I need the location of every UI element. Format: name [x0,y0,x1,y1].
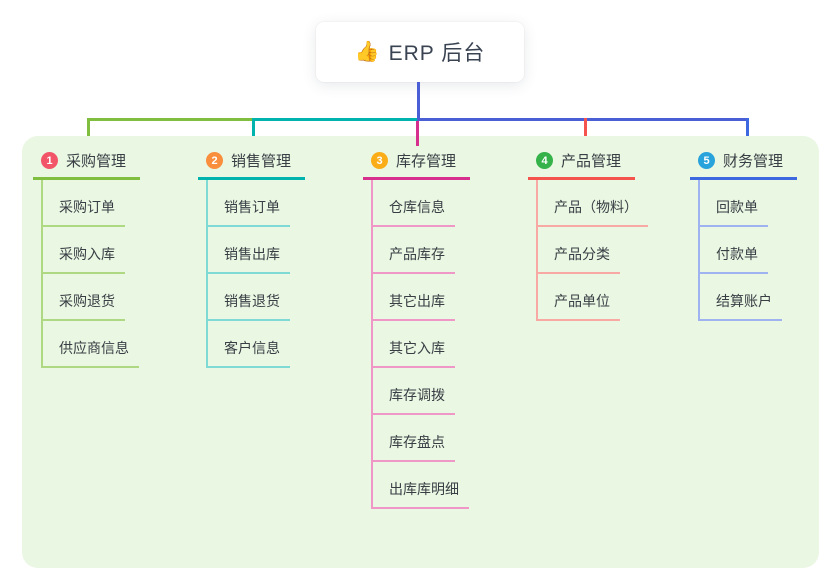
connector-root-vertical [417,82,420,119]
branch-children-purchase: 采购订单 采购入库 采购退货 供应商信息 [41,180,140,368]
branch-product-management: 4 产品管理 产品（物料） 产品分类 产品单位 [528,150,648,321]
thumbs-up-icon: 👍 [354,41,380,63]
child-node-supplier-info[interactable]: 供应商信息 [43,321,139,368]
branch-finance-management: 5 财务管理 回款单 付款单 结算账户 [690,150,797,321]
child-label: 产品（物料） [554,199,638,215]
branch-children-product: 产品（物料） 产品分类 产品单位 [536,180,648,321]
child-label: 供应商信息 [59,340,129,356]
branch-number-badge: 5 [698,152,715,169]
branch-label: 财务管理 [723,153,784,170]
child-node-sales-order[interactable]: 销售订单 [208,180,290,227]
child-label: 库存调拨 [389,387,445,403]
child-label: 其它出库 [389,293,445,309]
branches-panel [22,136,819,568]
child-node-outbound-detail[interactable]: 出库库明细 [373,462,469,509]
connector-rail-purchase [87,118,254,121]
child-label: 付款单 [716,246,758,262]
child-node-sales-return[interactable]: 销售退货 [208,274,290,321]
child-node-stock-count[interactable]: 库存盘点 [373,415,455,462]
child-label: 销售出库 [224,246,280,262]
child-label: 仓库信息 [389,199,445,215]
child-label: 库存盘点 [389,434,445,450]
child-node-sales-outbound[interactable]: 销售出库 [208,227,290,274]
branch-label: 采购管理 [66,153,127,170]
branch-purchase-management: 1 采购管理 采购订单 采购入库 采购退货 供应商信息 [33,150,140,368]
branch-inventory-management: 3 库存管理 仓库信息 产品库存 其它出库 其它入库 库存调拨 库存盘点 出库库… [363,150,470,509]
root-node-erp[interactable]: 👍 ERP 后台 [316,22,524,82]
branch-number-badge: 2 [206,152,223,169]
child-node-payment-bill[interactable]: 付款单 [700,227,768,274]
connector-drop-inventory [416,121,419,146]
child-label: 销售订单 [224,199,280,215]
child-label: 采购入库 [59,246,115,262]
branch-children-finance: 回款单 付款单 结算账户 [698,180,797,321]
branch-sales-management: 2 销售管理 销售订单 销售出库 销售退货 客户信息 [198,150,305,368]
branch-title-finance[interactable]: 5 财务管理 [690,150,797,180]
child-label: 回款单 [716,199,758,215]
branch-number-badge: 1 [41,152,58,169]
child-node-warehouse-info[interactable]: 仓库信息 [373,180,455,227]
branch-number-badge: 3 [371,152,388,169]
child-label: 产品单位 [554,293,610,309]
branch-number-badge: 4 [536,152,553,169]
connector-rail-right [417,118,749,121]
child-label: 产品库存 [389,246,445,262]
root-node-label: ERP 后台 [388,42,486,65]
connector-rail-sales [252,118,418,121]
child-node-settlement-account[interactable]: 结算账户 [700,274,782,321]
child-label: 其它入库 [389,340,445,356]
branch-title-purchase[interactable]: 1 采购管理 [33,150,140,180]
child-node-product-stock[interactable]: 产品库存 [373,227,455,274]
child-node-product-material[interactable]: 产品（物料） [538,180,648,227]
child-node-purchase-inbound[interactable]: 采购入库 [43,227,125,274]
branch-label: 库存管理 [396,153,457,170]
child-label: 产品分类 [554,246,610,262]
connector-drop-product [584,118,587,146]
child-node-product-category[interactable]: 产品分类 [538,227,620,274]
connector-drop-sales [252,118,255,146]
child-label: 采购订单 [59,199,115,215]
branch-label: 产品管理 [561,153,622,170]
branch-title-sales[interactable]: 2 销售管理 [198,150,305,180]
connector-drop-purchase [87,118,90,146]
child-label: 出库库明细 [389,481,459,497]
branch-children-sales: 销售订单 销售出库 销售退货 客户信息 [206,180,305,368]
child-node-purchase-order[interactable]: 采购订单 [43,180,125,227]
child-node-receipt-bill[interactable]: 回款单 [700,180,768,227]
child-node-other-inbound[interactable]: 其它入库 [373,321,455,368]
child-label: 结算账户 [716,293,772,309]
child-node-other-outbound[interactable]: 其它出库 [373,274,455,321]
child-node-stock-transfer[interactable]: 库存调拨 [373,368,455,415]
child-node-product-unit[interactable]: 产品单位 [538,274,620,321]
branch-children-inventory: 仓库信息 产品库存 其它出库 其它入库 库存调拨 库存盘点 出库库明细 [371,180,470,509]
connector-drop-finance [746,118,749,146]
child-node-customer-info[interactable]: 客户信息 [208,321,290,368]
branch-title-inventory[interactable]: 3 库存管理 [363,150,470,180]
child-label: 客户信息 [224,340,280,356]
branch-title-product[interactable]: 4 产品管理 [528,150,635,180]
branch-label: 销售管理 [231,153,292,170]
child-label: 采购退货 [59,293,115,309]
child-node-purchase-return[interactable]: 采购退货 [43,274,125,321]
child-label: 销售退货 [224,293,280,309]
